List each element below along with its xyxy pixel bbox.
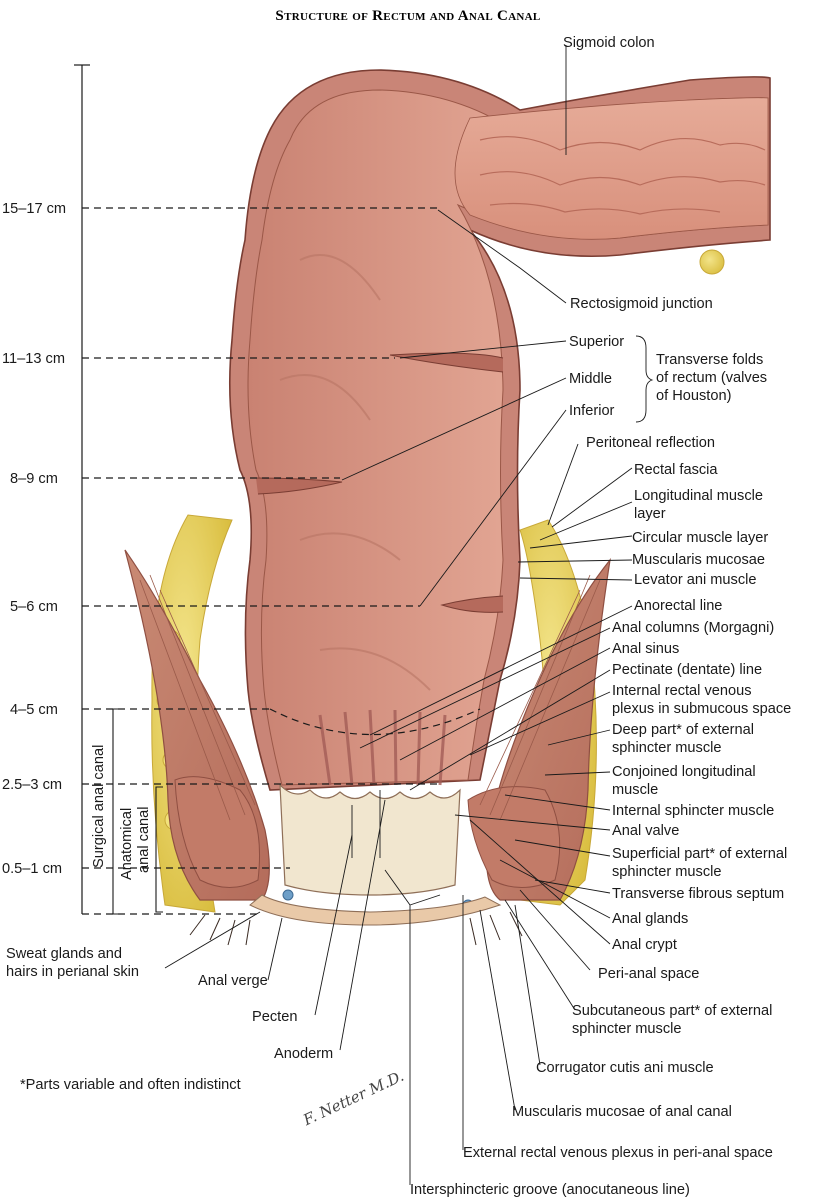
label-levator-ani: Levator ani muscle [634, 572, 757, 588]
label-conjoined-2: muscle [612, 782, 658, 798]
label-sigmoid-colon: Sigmoid colon [563, 35, 655, 51]
label-anorectal-line: Anorectal line [634, 598, 722, 614]
label-superficial-1: Superficial part* of external [612, 846, 787, 862]
level-0-5-1cm: 0.5–1 cm [2, 861, 62, 877]
diagram-title: Structure of Rectum and Anal Canal [275, 8, 540, 24]
label-longitudinal-muscle-2: layer [634, 506, 666, 522]
rectal-wall [228, 69, 771, 791]
measurement-scale: 15–17 cm 11–13 cm 8–9 cm 5–6 cm 4–5 cm 2… [2, 64, 481, 915]
level-5-6cm: 5–6 cm [10, 599, 58, 615]
label-transverse-septum: Transverse fibrous septum [612, 886, 784, 902]
label-deep-external-1: Deep part* of external [612, 722, 754, 738]
anal-canal [249, 783, 502, 926]
label-intersphincteric: Intersphincteric groove (anocutaneous li… [410, 1182, 690, 1198]
label-longitudinal-muscle-1: Longitudinal muscle [634, 488, 763, 504]
label-rectal-fascia: Rectal fascia [634, 462, 718, 478]
level-15-17cm: 15–17 cm [2, 201, 66, 217]
surgical-anal-canal-label: Surgical anal canal [91, 745, 107, 868]
label-houston-group-3: of Houston) [656, 388, 731, 404]
label-sweat-2: hairs in perianal skin [6, 964, 139, 980]
label-subcutaneous-2: sphincter muscle [572, 1021, 682, 1037]
artist-signature: F. Netter M.D. [299, 1067, 406, 1130]
labels: Sigmoid colon Rectosigmoid junction Supe… [6, 35, 791, 1198]
label-houston-group-1: Transverse folds [656, 352, 763, 368]
label-corrugator: Corrugator cutis ani muscle [536, 1060, 714, 1076]
label-anal-verge: Anal verge [198, 973, 268, 989]
label-anal-columns: Anal columns (Morgagni) [612, 620, 774, 636]
label-internal-sphincter: Internal sphincter muscle [612, 803, 774, 819]
level-11-13cm: 11–13 cm [2, 351, 65, 367]
label-rectosigmoid-junction: Rectosigmoid junction [570, 296, 713, 312]
label-houston-superior: Superior [569, 334, 624, 350]
label-anal-valve: Anal valve [612, 823, 679, 839]
illustration [124, 69, 771, 946]
footnote: *Parts variable and often indistinct [20, 1077, 241, 1093]
label-anal-sinus: Anal sinus [612, 641, 679, 657]
label-anal-glands: Anal glands [612, 911, 688, 927]
label-houston-middle: Middle [569, 371, 612, 387]
label-sweat-1: Sweat glands and [6, 946, 122, 962]
level-8-9cm: 8–9 cm [10, 471, 58, 487]
perianal-hairs [189, 911, 523, 946]
label-conjoined-1: Conjoined longitudinal [612, 764, 756, 780]
label-superficial-2: sphincter muscle [612, 864, 722, 880]
label-internal-plexus-1: Internal rectal venous [612, 683, 752, 699]
label-perianal-space: Peri-anal space [598, 966, 699, 982]
label-anal-crypt: Anal crypt [612, 937, 677, 953]
label-deep-external-2: sphincter muscle [612, 740, 722, 756]
label-circular-muscle: Circular muscle layer [632, 530, 768, 546]
label-subcutaneous-1: Subcutaneous part* of external [572, 1003, 772, 1019]
label-external-plexus: External rectal venous plexus in peri-an… [463, 1145, 773, 1161]
label-houston-inferior: Inferior [569, 403, 615, 419]
sphincter-muscles [124, 549, 611, 911]
label-houston-group-2: of rectum (valves [656, 370, 767, 386]
anatomical-anal-canal-label-2: anal canal [136, 806, 152, 873]
level-4-5cm: 4–5 cm [10, 702, 58, 718]
anatomical-anal-canal-label-1: Anatomical [119, 808, 135, 880]
label-peritoneal-reflection: Peritoneal reflection [586, 435, 715, 451]
label-internal-plexus-2: plexus in submucous space [612, 701, 791, 717]
label-muscularis-canal: Muscularis mucosae of anal canal [512, 1104, 732, 1120]
label-pectinate-line: Pectinate (dentate) line [612, 662, 762, 678]
leader-lines [164, 45, 654, 1185]
level-2-5-3cm: 2.5–3 cm [2, 777, 62, 793]
label-pecten: Pecten [252, 1009, 297, 1025]
label-muscularis-mucosae: Muscularis mucosae [632, 552, 765, 568]
label-anoderm: Anoderm [274, 1046, 333, 1062]
